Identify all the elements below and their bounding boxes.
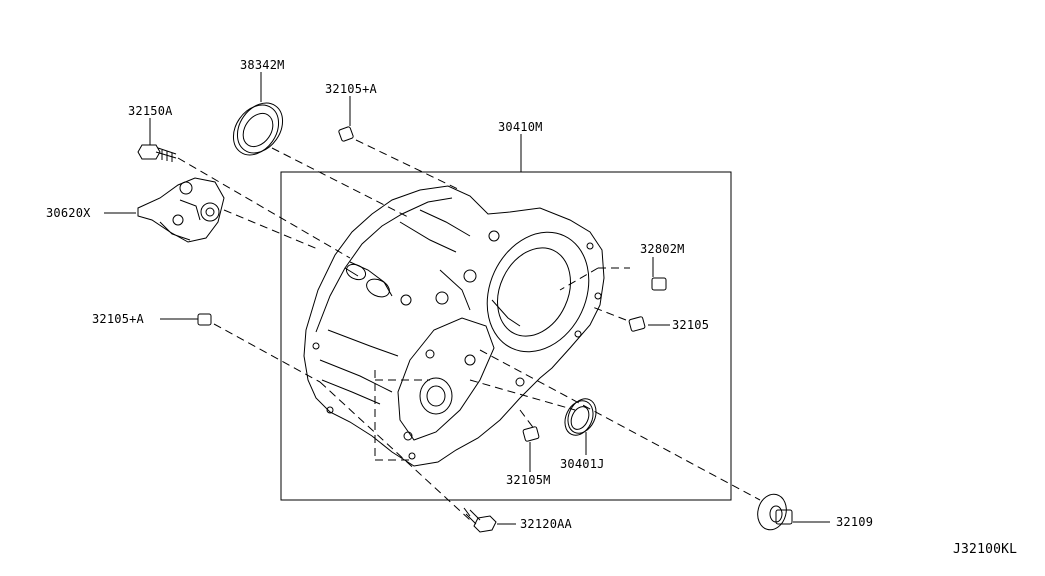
label-32150A: 32150A bbox=[128, 104, 173, 118]
label-32105A-left: 32105+A bbox=[92, 312, 144, 326]
label-32105A-top: 32105+A bbox=[325, 82, 377, 96]
bolt-32120AA bbox=[463, 507, 497, 533]
label-32120AA: 32120AA bbox=[520, 517, 572, 531]
pin-32105M bbox=[522, 426, 540, 442]
label-32802M: 32802M bbox=[640, 242, 685, 256]
diagram-code: J32100KL bbox=[953, 542, 1018, 557]
pin-32802M bbox=[651, 277, 667, 291]
bracket-30620X bbox=[137, 177, 225, 243]
label-30410M: 30410M bbox=[498, 120, 543, 134]
plug-32109 bbox=[757, 493, 793, 531]
assembly-frame bbox=[280, 171, 732, 501]
label-32109: 32109 bbox=[836, 515, 874, 529]
oil-seal-38342M bbox=[232, 102, 284, 156]
seal-30401J bbox=[564, 398, 597, 436]
leader-lines bbox=[104, 72, 830, 525]
dowel-pin-top bbox=[338, 126, 354, 142]
dowel-pin-left bbox=[197, 313, 212, 326]
label-38342M: 38342M bbox=[240, 58, 285, 72]
label-32105M: 32105M bbox=[506, 473, 551, 487]
dowel-pin-32105 bbox=[628, 316, 646, 332]
label-32105: 32105 bbox=[672, 318, 710, 332]
label-30401J: 30401J bbox=[560, 457, 605, 471]
bolt-32150A bbox=[137, 144, 177, 162]
label-30620X: 30620X bbox=[46, 206, 91, 220]
transmission-case bbox=[303, 185, 605, 467]
